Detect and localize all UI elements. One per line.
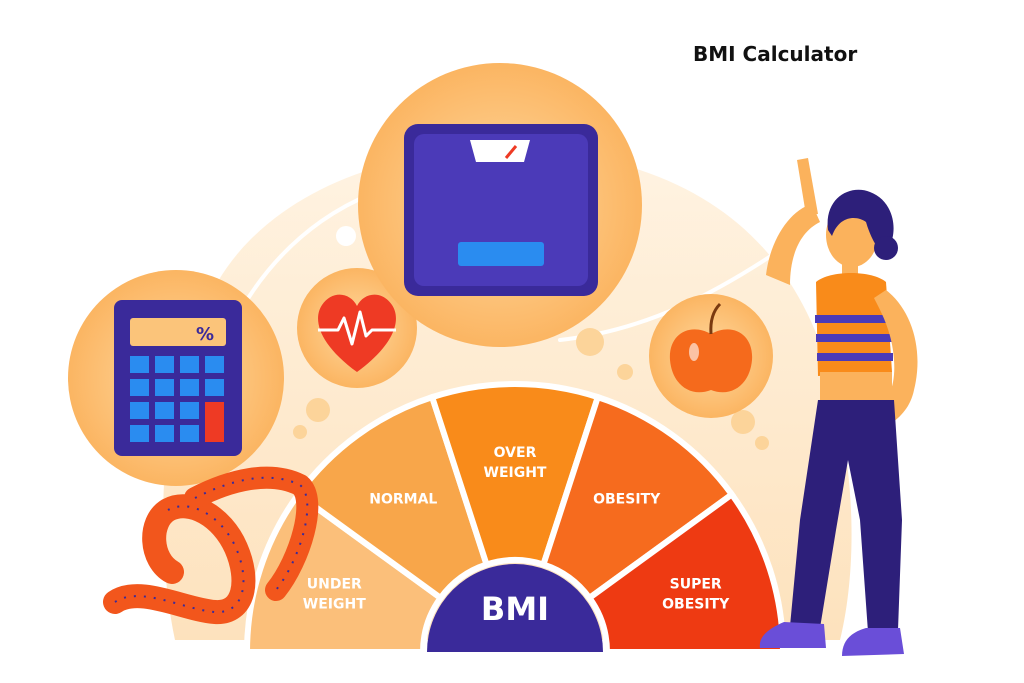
apple-icon [669, 329, 753, 393]
calculator-key [155, 379, 174, 396]
calculator-key [130, 356, 149, 373]
calculator-key [155, 402, 174, 419]
calculator-key [205, 402, 224, 442]
scale-icon [404, 124, 598, 296]
gauge-center-label: BMI [481, 590, 549, 628]
calculator-display: % [196, 324, 214, 345]
bubble-dot [576, 328, 604, 356]
bubble-dot [293, 425, 307, 439]
apple-bubble [649, 294, 773, 418]
calculator-key [180, 402, 199, 419]
calculator-key [155, 356, 174, 373]
heart-icon [318, 294, 396, 372]
calculator-key [205, 356, 224, 373]
calculator-icon: % [114, 300, 242, 456]
calculator-key [180, 425, 199, 442]
calculator-key [205, 379, 224, 396]
calculator-key [180, 379, 199, 396]
tape-measure-icon [103, 466, 319, 624]
bubble-dot [306, 398, 330, 422]
gauge-segment [293, 393, 491, 603]
gauge-center [427, 564, 603, 652]
woman-figure [759, 158, 918, 656]
calculator-bubble: % [68, 270, 284, 486]
page-title: BMI Calculator [693, 42, 858, 66]
calculator-key [180, 356, 199, 373]
bubble-dot [617, 364, 633, 380]
calculator-key [130, 402, 149, 419]
calculator-key [155, 425, 174, 442]
calculator-key [130, 425, 149, 442]
gauge-segment [539, 393, 737, 603]
gauge-segment-label: NORMAL [369, 491, 437, 507]
scale-bubble [358, 63, 642, 347]
calculator-key [130, 379, 149, 396]
background-dot [336, 226, 356, 246]
heart-bubble [297, 268, 417, 388]
bubble-dot [755, 436, 769, 450]
gauge-segment-label: OBESITY [593, 491, 661, 507]
calculator-keys [130, 356, 224, 442]
heartbeat-line [318, 310, 396, 346]
bubble-dot [731, 410, 755, 434]
